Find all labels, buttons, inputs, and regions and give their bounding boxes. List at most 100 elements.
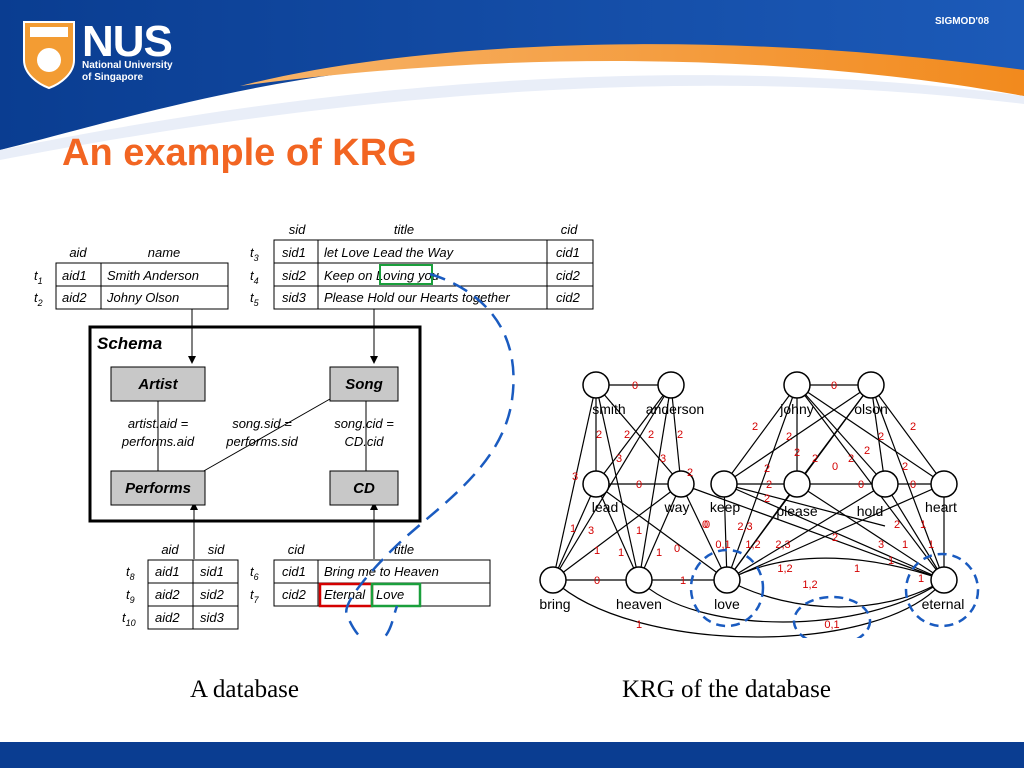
label-lead: lead <box>592 499 618 515</box>
node-way <box>667 470 695 498</box>
label-keep: keep <box>710 499 741 515</box>
artist-header-aid: aid <box>69 245 87 260</box>
song-row1-sid: sid1 <box>282 245 306 260</box>
song-row3-title: Please Hold our Hearts together <box>324 290 510 305</box>
edge-label-m42: 1 <box>918 573 924 585</box>
label-heart: heart <box>925 499 957 515</box>
caption-database: A database <box>190 676 299 703</box>
song-row3-cid: cid2 <box>556 290 581 305</box>
join-artist-performs-1: artist.aid = <box>128 416 189 431</box>
performs-row1-sid: sid1 <box>200 564 224 579</box>
entity-cd-label: CD <box>353 480 375 497</box>
cd-table: cid title t6 cid1 Bring me to Heaven t7 … <box>250 542 491 608</box>
edge-label-m33: 2,3 <box>737 521 752 533</box>
edge-label-m8: 3 <box>588 525 594 537</box>
entity-song-label: Song <box>345 376 383 393</box>
performs-row2-tuple: t9 <box>126 587 135 605</box>
song-row2-tuple: t4 <box>250 268 259 286</box>
cd-row2-cid: cid2 <box>282 587 307 602</box>
label-love: love <box>714 596 740 612</box>
edge-label-smith-anderson: 0 <box>632 380 638 392</box>
footer-band <box>0 742 1024 768</box>
label-heaven: heaven <box>616 596 662 612</box>
edge-label-m5: 3 <box>660 453 666 465</box>
edge-label-m17: 2 <box>786 431 792 443</box>
performs-header-aid: aid <box>161 542 179 557</box>
artist-row1-aid: aid1 <box>62 268 87 283</box>
cd-header-cid: cid <box>288 542 305 557</box>
label-eternal: eternal <box>922 596 965 612</box>
edge-label-m39: 1 <box>854 563 860 575</box>
edge-label-m15: 0 <box>704 519 710 531</box>
edge-label-m4: 3 <box>616 453 622 465</box>
label-anderson: anderson <box>646 401 704 417</box>
label-way: way <box>664 499 690 515</box>
node-bring <box>539 566 567 594</box>
join-artist-performs-2: performs.aid <box>121 434 195 449</box>
song-header-title: title <box>394 222 414 237</box>
edge-label-m35: 1,2 <box>745 539 760 551</box>
artist-row1-tuple: t1 <box>34 268 43 286</box>
label-smith: smith <box>592 401 625 417</box>
edge-label-m24: 2 <box>764 493 770 505</box>
edge-label-m1: 2 <box>624 429 630 441</box>
performs-row3-sid: sid3 <box>200 610 225 625</box>
edge-label-m40: 1 <box>888 555 894 567</box>
join-song-cd-1: song.cid = <box>334 416 394 431</box>
entity-performs-label: Performs <box>125 480 191 497</box>
logo-subtitle-line1: National University <box>82 60 173 71</box>
edge-label-m22: 2 <box>878 431 884 443</box>
edge-label-m26: 0 <box>702 519 708 531</box>
edge-label-m0: 2 <box>596 429 602 441</box>
conference-label: SIGMOD'08 <box>935 16 990 27</box>
song-row1-cid: cid1 <box>556 245 580 260</box>
song-row2-title: Keep on Loving you <box>324 268 439 283</box>
song-row2-sid: sid2 <box>282 268 307 283</box>
song-row3-sid: sid3 <box>282 290 307 305</box>
dashed-circle-eternal <box>904 552 980 628</box>
join-song-performs-2: performs.sid <box>225 434 298 449</box>
performs-row2-aid: aid2 <box>155 587 180 602</box>
edge-label-m38: 2 <box>764 463 770 475</box>
cd-row2-title-eternal: Eternal <box>324 587 366 602</box>
performs-row1-aid: aid1 <box>155 564 180 579</box>
node-please <box>783 470 811 498</box>
artist-row1-name: Smith Anderson <box>107 268 199 283</box>
dashed-circle-weight <box>792 595 872 638</box>
performs-row1-tuple: t8 <box>126 564 135 582</box>
edge-label-m14: 0 <box>674 543 680 555</box>
entity-artist-label: Artist <box>137 376 178 393</box>
caption-krg: KRG of the database <box>622 676 831 703</box>
edge-label-m34: 0,1 <box>715 539 730 551</box>
edge-label-m21: 2 <box>864 445 870 457</box>
cd-header-title: title <box>394 542 414 557</box>
entity-cd <box>329 470 399 506</box>
node-heaven <box>625 566 653 594</box>
entity-song <box>329 366 399 402</box>
cd-row1-title: Bring me to Heaven <box>324 564 439 579</box>
song-row1-title: let Love Lead the Way <box>324 245 455 260</box>
label-olson: olson <box>854 401 887 417</box>
database-diagram: aid name t1 aid1 Smith Anderson t2 aid2 … <box>12 210 616 638</box>
cd-row1-cid: cid1 <box>282 564 306 579</box>
song-table: sid title cid t3 sid1 let Love Lead the … <box>250 222 594 310</box>
node-olson <box>857 371 885 399</box>
node-eternal <box>930 566 958 594</box>
cd-row2-tuple: t7 <box>250 587 260 605</box>
artist-row2-tuple: t2 <box>34 290 43 308</box>
dashed-circle-love <box>689 548 765 628</box>
edge-label-m37: 1,2 <box>777 563 792 575</box>
edge-label-love-eternal-bottom: 1 <box>636 619 642 631</box>
song-row2-cid: cid2 <box>556 268 581 283</box>
song-row3-tuple: t5 <box>250 290 260 308</box>
artist-row2-name: Johny Olson <box>106 290 179 305</box>
edge-label-m29: 3 <box>878 539 884 551</box>
entity-performs <box>110 470 206 506</box>
edge-label-m16: 2 <box>752 421 758 433</box>
edge-label-m9: 1 <box>570 523 576 535</box>
edge-label-m20: 2 <box>848 453 854 465</box>
artist-header-name: name <box>148 245 181 260</box>
header-swoosh <box>240 44 1024 96</box>
join-song-performs-1: song.sid = <box>232 416 292 431</box>
